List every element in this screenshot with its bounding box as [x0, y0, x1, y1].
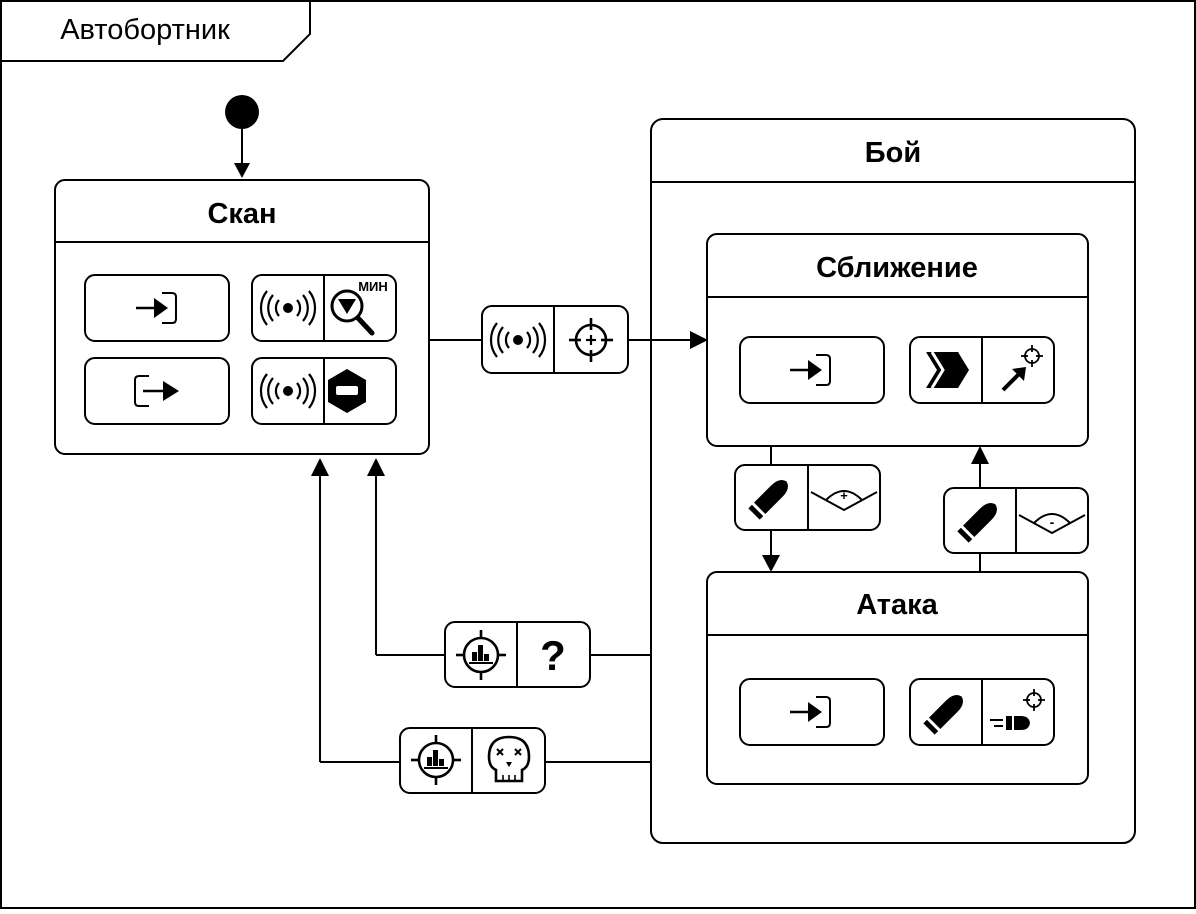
initial-state [225, 95, 259, 129]
scan-entry-action [84, 274, 230, 342]
svg-text:+: + [840, 488, 848, 503]
state-scan: Скан МИН [54, 179, 430, 455]
state-approach: Сближение [706, 233, 1089, 447]
scan-action-stop [251, 357, 397, 425]
range-minus-icon: - [1018, 513, 1086, 534]
skull-icon [487, 735, 531, 783]
transition-approach-to-attack: + [734, 464, 881, 531]
transition-scan-to-approach [481, 305, 629, 374]
approach-entry-action [739, 336, 885, 404]
state-title-scan: Скан [207, 198, 276, 230]
approach-action-move [909, 336, 1055, 404]
transition-fight-to-scan-lost: ? [444, 621, 591, 688]
range-plus-icon: + [810, 488, 878, 511]
state-title-approach: Сближение [816, 252, 978, 284]
chevrons-forward-icon [926, 351, 969, 389]
state-attack: Атака [706, 571, 1089, 785]
frame-title: Автобортник [60, 14, 230, 46]
attack-action-fire [909, 678, 1055, 746]
scan-exit-action [84, 357, 230, 425]
scan-action-search-min: МИН [251, 274, 397, 342]
state-title-fight: Бой [865, 137, 921, 169]
search-min-icon: МИН [330, 279, 388, 336]
attack-entry-action [739, 678, 885, 746]
min-label: МИН [358, 279, 388, 294]
svg-text:-: - [1050, 514, 1055, 530]
state-title-attack: Атака [856, 589, 938, 621]
question-icon: ? [540, 632, 566, 679]
transition-fight-to-scan-killed [399, 727, 546, 794]
fire-at-target-icon [990, 688, 1046, 730]
move-to-target-icon [1001, 344, 1044, 392]
stop-hexagon-icon [328, 369, 366, 413]
transition-attack-to-approach: - [943, 487, 1089, 554]
